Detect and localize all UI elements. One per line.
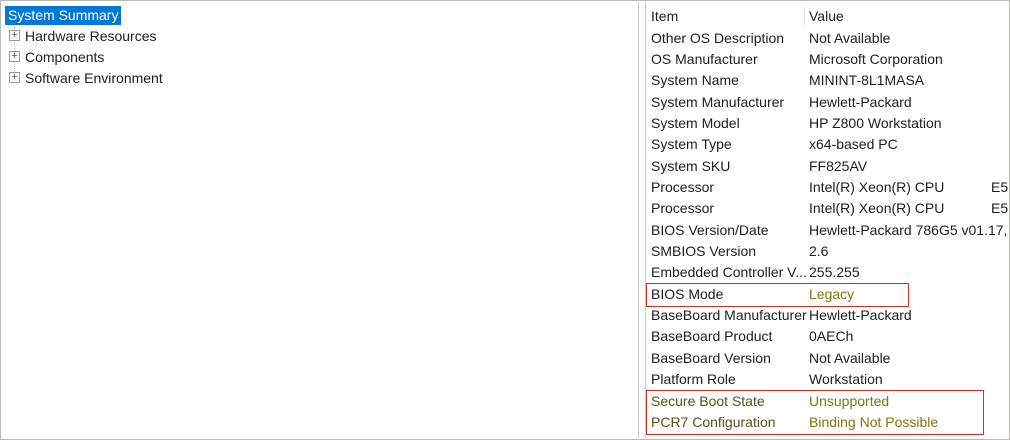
table-row-platform-role[interactable]: Platform Role Workstation [651, 369, 1008, 390]
tree-item-software-environment[interactable]: + Software Environment [2, 67, 638, 88]
item-value: FF825AV [809, 157, 868, 174]
item-value: Unsupported [809, 392, 890, 409]
item-label: BaseBoard Version [651, 349, 771, 366]
table-row-system-manufacturer[interactable]: System Manufacturer Hewlett-Packard [651, 91, 1008, 112]
item-label: Other OS Description [651, 29, 785, 46]
table-row-processor-2[interactable]: Processor Intel(R) Xeon(R) CPU E5506 [651, 198, 1008, 219]
table-row-system-sku[interactable]: System SKU FF825AV [651, 155, 1008, 176]
item-value: Hewlett-Packard 786G5 v01.17, 8/ [809, 221, 1008, 238]
expand-plus-icon[interactable]: + [9, 30, 20, 41]
column-header-value[interactable]: Value [809, 8, 844, 24]
item-label: System Model [651, 115, 740, 132]
tree-item-label: Components [25, 48, 105, 65]
table-row-smbios-version[interactable]: SMBIOS Version 2.6 [651, 240, 1008, 261]
item-label: Processor [651, 179, 715, 196]
item-label: Secure Boot State [651, 392, 765, 409]
table-row-os-manufacturer[interactable]: OS Manufacturer Microsoft Corporation [651, 48, 1008, 69]
table-row-other-os-description[interactable]: Other OS Description Not Available [651, 27, 1008, 48]
expand-plus-icon[interactable]: + [9, 51, 20, 62]
table-row-baseboard-manufacturer[interactable]: BaseBoard Manufacturer Hewlett-Packard [651, 304, 1008, 325]
tree-item-hardware-resources[interactable]: + Hardware Resources [2, 25, 638, 46]
item-value: Intel(R) Xeon(R) CPU E5506 [809, 200, 1008, 217]
table-row-processor-1[interactable]: Processor Intel(R) Xeon(R) CPU E5506 [651, 176, 1008, 197]
details-list-pane: Item Value Other OS Description Not Avai… [645, 2, 1008, 438]
table-row-baseboard-product[interactable]: BaseBoard Product 0AECh [651, 326, 1008, 347]
tree-item-system-summary[interactable]: System Summary [5, 6, 122, 25]
item-value: Microsoft Corporation [809, 51, 943, 68]
item-value: Not Available [809, 349, 891, 366]
item-value: x64-based PC [809, 136, 898, 153]
item-label: System SKU [651, 157, 731, 174]
item-label: SMBIOS Version [651, 243, 757, 260]
item-value: 255.255 [809, 264, 860, 281]
expand-plus-icon[interactable]: + [9, 72, 20, 83]
item-label: Processor [651, 200, 715, 217]
item-label: PCR7 Configuration [651, 413, 776, 430]
item-value: Not Available [809, 29, 891, 46]
item-value: Binding Not Possible [809, 413, 939, 430]
category-tree-pane: System Summary + Hardware Resources + Co… [2, 2, 639, 438]
tree-item-components[interactable]: + Components [2, 46, 638, 67]
column-header-item[interactable]: Item [651, 7, 805, 25]
item-value: Intel(R) Xeon(R) CPU E5506 [809, 179, 1008, 196]
item-label: System Manufacturer [651, 93, 785, 110]
item-label: System Name [651, 72, 739, 89]
item-value: Hewlett-Packard [809, 307, 912, 324]
item-label: BIOS Version/Date [651, 221, 769, 238]
table-row-bios-version-date[interactable]: BIOS Version/Date Hewlett-Packard 786G5 … [651, 219, 1008, 240]
item-value: HP Z800 Workstation [809, 115, 942, 132]
item-label: BaseBoard Product [651, 328, 773, 345]
item-value: Workstation [809, 371, 883, 388]
item-value: 0AECh [809, 328, 854, 345]
item-label: Embedded Controller V... [651, 264, 807, 281]
tree-item-label: Software Environment [25, 69, 163, 86]
table-row-system-name[interactable]: System Name MININT-8L1MASA [651, 70, 1008, 91]
table-row-pcr7-configuration[interactable]: PCR7 Configuration Binding Not Possible [651, 411, 1008, 432]
item-label: OS Manufacturer [651, 51, 758, 68]
item-value: Legacy [809, 285, 855, 302]
list-header-row: Item Value [651, 5, 1008, 27]
table-row-system-model[interactable]: System Model HP Z800 Workstation [651, 112, 1008, 133]
item-value: 2.6 [809, 243, 829, 260]
table-row-embedded-controller[interactable]: Embedded Controller V... 255.255 [651, 262, 1008, 283]
table-row-baseboard-version[interactable]: BaseBoard Version Not Available [651, 347, 1008, 368]
tree-item-label: Hardware Resources [25, 27, 157, 44]
item-label: BIOS Mode [651, 285, 724, 302]
item-label: BaseBoard Manufacturer [651, 307, 807, 324]
table-row-system-type[interactable]: System Type x64-based PC [651, 134, 1008, 155]
item-label: Platform Role [651, 371, 736, 388]
item-label: System Type [651, 136, 732, 153]
table-row-secure-boot-state[interactable]: Secure Boot State Unsupported [651, 390, 1008, 411]
item-value: MININT-8L1MASA [809, 72, 925, 89]
table-row-bios-mode[interactable]: BIOS Mode Legacy [651, 283, 1008, 304]
item-value: Hewlett-Packard [809, 93, 912, 110]
